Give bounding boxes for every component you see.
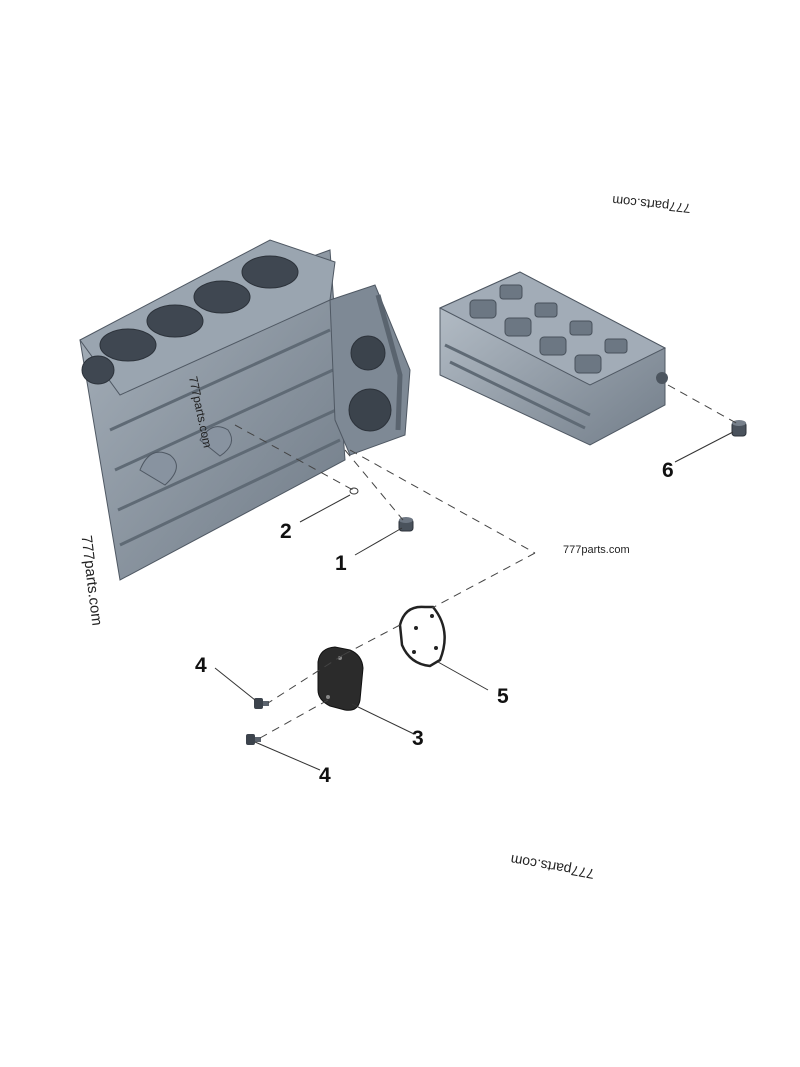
callout-4-upper: 4 [195,654,207,677]
plug-6 [731,420,747,437]
plug-1 [398,517,414,532]
callout-1: 1 [335,552,347,575]
assembly-lines [234,384,739,739]
o-ring-2 [349,487,359,495]
bolt-4-upper [254,698,269,709]
callout-2: 2 [280,520,292,543]
cylinder-bore [146,304,204,338]
cylinder-head [438,271,668,446]
engine-block [79,239,411,581]
bolt-4-lower [246,734,261,745]
watermark-mid: 777parts.com [563,544,630,556]
callout-3: 3 [412,727,424,750]
cylinder-bore [241,255,299,289]
callout-4-lower: 4 [319,764,331,787]
leader-lines [214,431,734,771]
cylinder-bore [193,280,251,314]
callout-6: 6 [662,459,674,482]
cylinder-bore [81,355,115,385]
gasket-5 [398,605,446,668]
cylinder-bore [99,328,157,362]
callout-5: 5 [497,685,509,708]
